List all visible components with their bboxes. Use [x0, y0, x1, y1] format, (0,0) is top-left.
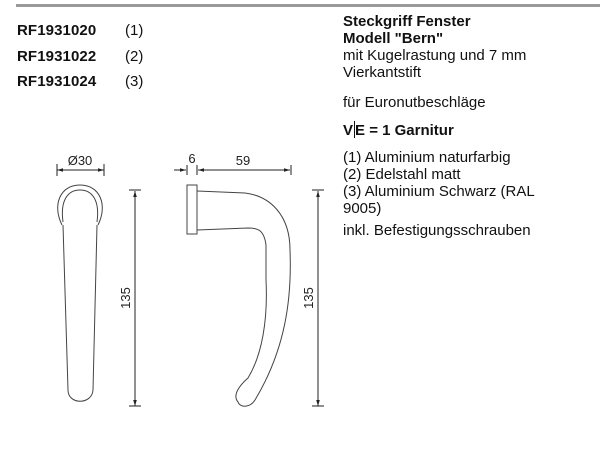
feature-line-1: mit Kugelrastung und 7 mm [343, 47, 527, 64]
side-projection-label: 59 [236, 153, 250, 168]
front-height-label: 135 [118, 287, 133, 309]
front-view-drawing [56, 164, 141, 407]
article-row: RF1931020 (1) [17, 18, 143, 44]
finish-item: 9005) [343, 200, 382, 217]
article-code: RF1931020 [17, 22, 97, 40]
article-variant: (1) [125, 22, 144, 40]
article-code: RF1931022 [17, 47, 97, 65]
article-row: RF1931024 (3) [17, 69, 143, 95]
side-rosette-depth-label: 6 [188, 151, 195, 166]
text-cursor [353, 121, 355, 138]
feature-line-2: Vierkantstift [343, 64, 422, 81]
finish-item: (1) Aluminium naturfarbig [343, 149, 511, 166]
finish-item: (2) Edelstahl matt [343, 166, 461, 183]
article-variant: (3) [125, 73, 144, 91]
article-variant: (2) [125, 47, 144, 65]
included-text: inkl. Befestigungsschrauben [343, 222, 531, 239]
article-row: RF1931022 (2) [17, 44, 143, 70]
article-list: RF1931020 (1) RF1931022 (2) RF1931024 (3… [17, 18, 143, 95]
front-diameter-label: Ø30 [68, 153, 93, 168]
product-title-line-2: Modell "Bern" [343, 30, 444, 47]
finish-item: (3) Aluminium Schwarz (RAL [343, 183, 535, 200]
top-rule [16, 4, 600, 7]
side-height-label: 135 [301, 287, 316, 309]
usage-text: für Euronutbeschläge [343, 94, 486, 111]
side-view-drawing [174, 165, 324, 407]
product-title-line-1: Steckgriff Fenster [343, 13, 471, 30]
ve-prefix: V [343, 122, 354, 139]
article-code: RF1931024 [17, 73, 97, 91]
ve-suffix: E = 1 Garnitur [355, 122, 454, 139]
product-description: Steckgriff Fenster Modell "Bern" mit Kug… [343, 13, 600, 239]
